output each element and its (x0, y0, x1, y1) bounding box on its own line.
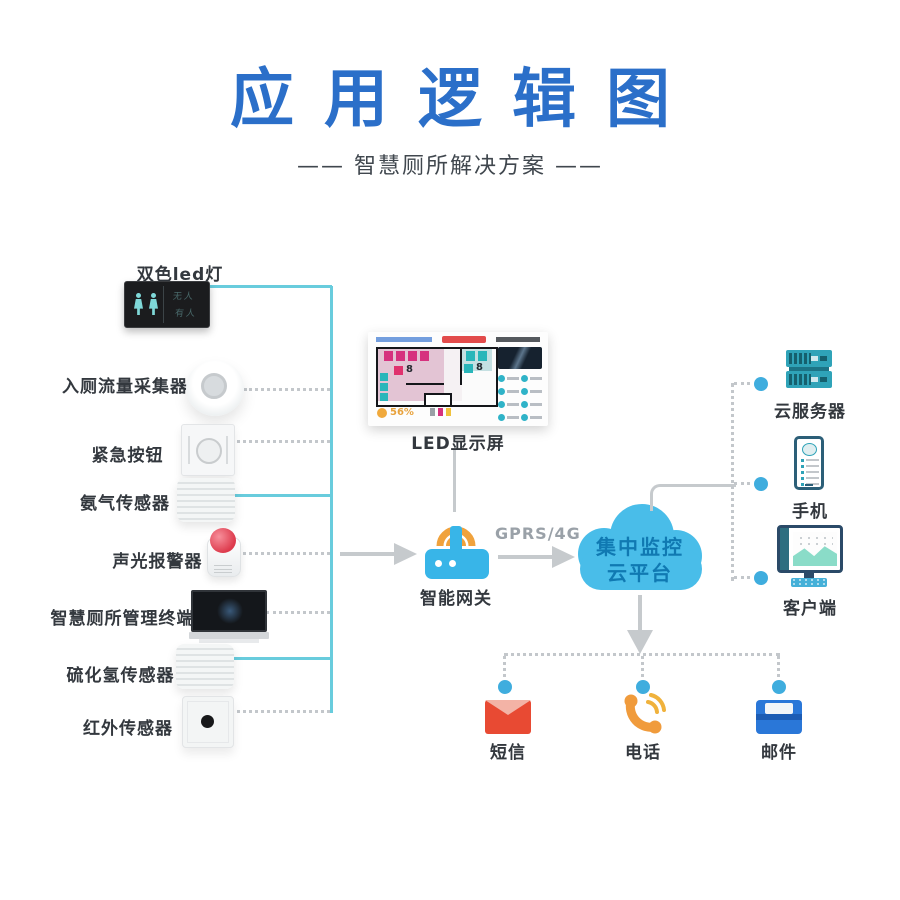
stub-client (734, 576, 750, 579)
mobile-phone-icon (794, 436, 824, 490)
label-mobile: 手机 (792, 502, 828, 522)
node-mail (772, 680, 786, 694)
male-figure-icon (149, 293, 158, 315)
node-phone (636, 680, 650, 694)
male-count: 8 (476, 362, 483, 373)
connector-emergency-button (231, 440, 330, 443)
stub-cloud-server (734, 382, 750, 385)
screen-sidebar (498, 347, 542, 423)
connector-led-light (208, 285, 332, 288)
screen-to-gateway-line (453, 450, 456, 512)
label-gateway: 智能网关 (420, 589, 492, 609)
cloud-server-icon (786, 350, 832, 390)
monitor-neck (804, 573, 814, 578)
connector-terminal (266, 611, 330, 614)
sms-icon (485, 700, 531, 734)
cloud-icon (578, 504, 702, 590)
toilet-floorplan: 8 8 (376, 347, 498, 407)
label-ammonia-sensor: 氨气传感器 (80, 494, 170, 514)
cloud-platform-label: 集中监控 云平台 (596, 535, 684, 585)
page-subtitle: —— 智慧厕所解决方案 —— (297, 154, 603, 179)
mail-icon (756, 700, 802, 734)
channel-rail (504, 653, 780, 656)
humidity-value: 56% (390, 407, 414, 418)
label-flow-collector: 入厕流量采集器 (62, 377, 188, 397)
label-led-screen: LED显示屏 (411, 434, 505, 454)
label-sms: 短信 (490, 743, 526, 763)
device-bus-line (330, 286, 333, 713)
node-client (754, 571, 768, 585)
cloud-down-line (638, 595, 642, 631)
label-gprs-4g: GPRS/4G (495, 524, 581, 543)
terminal-foot (199, 639, 259, 643)
connector-flow-collector (244, 388, 330, 391)
screen-clock-bar (496, 337, 540, 342)
drop-mail (777, 656, 780, 677)
female-count: 8 (406, 364, 413, 375)
page-title: 应用逻辑图 (230, 63, 700, 137)
connector-infrared-sensor (230, 710, 330, 713)
stub-mobile (734, 482, 750, 485)
label-emergency-button: 紧急按钮 (91, 446, 164, 466)
label-alarm: 声光报警器 (112, 552, 203, 572)
node-sms (498, 680, 512, 694)
connector-ammonia-sensor (234, 494, 332, 497)
screen-banner (442, 336, 486, 343)
connector-h2s-sensor (232, 657, 332, 660)
infrared-sensor-icon (182, 696, 234, 748)
h2s-sensor-icon (176, 644, 234, 689)
female-figure-icon (134, 293, 143, 315)
bus-to-gateway-arrowhead (394, 543, 417, 565)
ammonia-sensor-icon (177, 478, 235, 522)
right-branch-line (731, 383, 734, 581)
label-phone: 电话 (625, 743, 661, 763)
label-cloud-server: 云服务器 (774, 402, 846, 422)
humidity-icon (377, 408, 387, 418)
led-display-screen: 8 8 56% (368, 332, 548, 426)
label-h2s-sensor: 硫化氢传感器 (66, 666, 175, 686)
label-mail: 邮件 (761, 743, 797, 763)
gateway-antenna (450, 526, 462, 554)
node-mobile (754, 477, 768, 491)
screen-title-bar (376, 337, 432, 342)
bus-to-gateway-line (340, 552, 396, 556)
telephone-icon (624, 693, 666, 734)
label-led-light: 双色led灯 (136, 265, 224, 285)
dual-color-led-light-icon: 无人 有人 (124, 281, 210, 328)
vacant-text: 无人 (172, 292, 196, 302)
connector-alarm (224, 552, 330, 555)
node-cloud-server (754, 377, 768, 391)
label-terminal: 智慧厕所管理终端 (50, 609, 195, 629)
label-client: 客户端 (783, 599, 837, 619)
cloud-to-right-connector (650, 484, 736, 511)
gateway-to-cloud-arrowhead (552, 546, 575, 568)
drop-sms (503, 656, 506, 677)
label-infrared-sensor: 红外传感器 (83, 719, 173, 739)
cloud-down-arrowhead (627, 630, 653, 654)
management-terminal-icon (191, 590, 267, 632)
sound-light-alarm-icon (205, 528, 241, 577)
flow-collector-icon (186, 360, 244, 416)
gateway-to-cloud-line (498, 555, 554, 559)
drop-phone (641, 656, 644, 677)
smart-gateway-icon (425, 549, 489, 579)
emergency-button-icon (181, 424, 235, 476)
client-monitor-icon (777, 525, 843, 573)
occupied-text: 有人 (174, 309, 198, 319)
terminal-stand (189, 632, 269, 639)
monitor-base (791, 578, 827, 587)
